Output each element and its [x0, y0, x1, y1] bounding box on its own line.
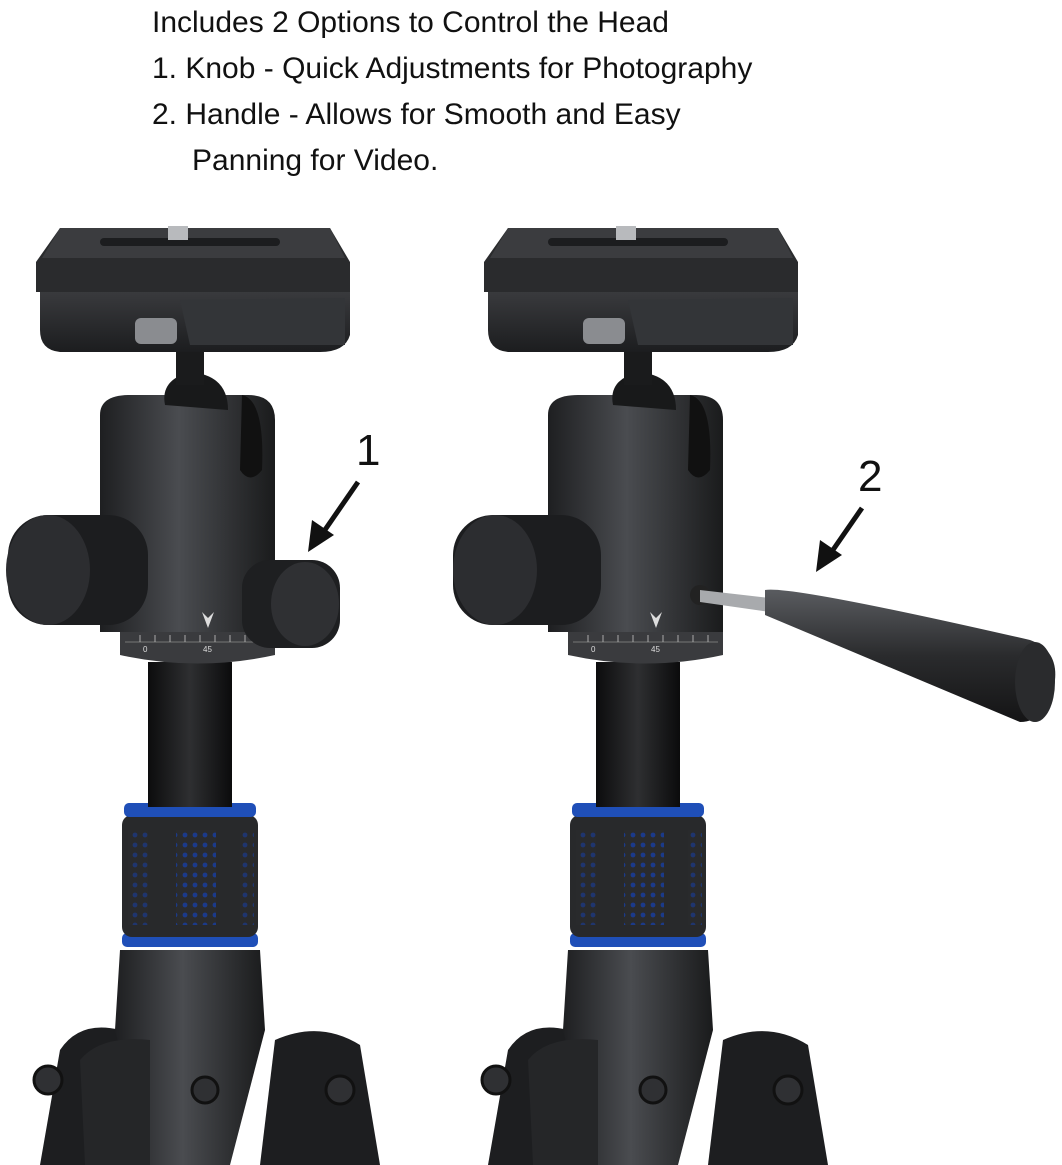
arrow-2-icon	[816, 506, 865, 572]
side-lock-knob	[453, 515, 601, 625]
dial-mark-zero: 0	[143, 645, 148, 654]
caption-option-knob: 1. Knob - Quick Adjustments for Photogra…	[152, 52, 753, 85]
product-caption: Includes 2 Options to Control the Head 1…	[152, 0, 752, 184]
pan-handle	[690, 585, 1056, 722]
dial-mark-45: 45	[203, 645, 212, 654]
callout-number-knob: 1	[356, 426, 381, 475]
caption-heading: Includes 2 Options to Control the Head	[152, 6, 669, 39]
callout-number-handle: 2	[858, 452, 883, 501]
tripod-head-knob-version: 0 45	[6, 224, 382, 1165]
tripod-head-handle-version: 0 45	[453, 224, 1056, 1165]
pan-lock-knob	[242, 560, 340, 648]
caption-option-handle: 2. Handle - Allows for Smooth and Easy	[152, 98, 681, 131]
dial-mark-zero: 0	[591, 645, 596, 654]
arrow-1-icon	[308, 480, 361, 552]
dial-mark-45: 45	[651, 645, 660, 654]
caption-option-handle-cont: Panning for Video.	[192, 144, 439, 177]
side-lock-knob	[6, 515, 148, 625]
